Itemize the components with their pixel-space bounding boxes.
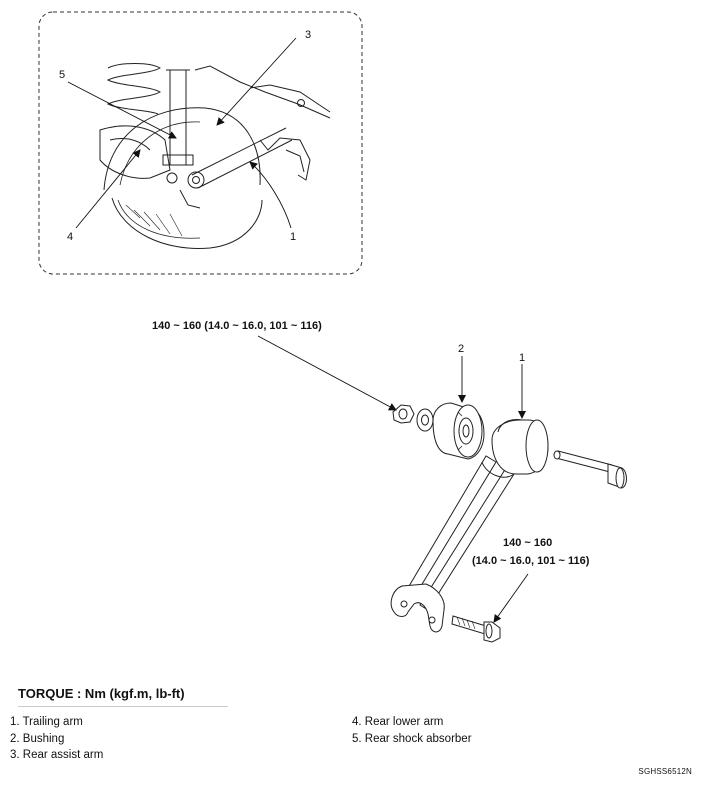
- inset-callout-1: 1: [290, 231, 296, 243]
- leader-3: [216, 37, 297, 126]
- torque-spec-bolt-line1: 140 ~ 160: [503, 537, 552, 549]
- torque-spec-bolt-line2: (14.0 ~ 16.0, 101 ~ 116): [472, 555, 590, 567]
- inset-callout-5: 5: [59, 69, 65, 81]
- legend-item: 4. Rear lower arm: [352, 716, 444, 728]
- leader-4: [75, 149, 141, 229]
- torque-units-heading: TORQUE : Nm (kgf.m, lb-ft): [18, 686, 185, 701]
- torque-spec-nut: 140 ~ 160 (14.0 ~ 16.0, 101 ~ 116): [152, 320, 322, 332]
- callout-1: 1: [519, 352, 525, 364]
- legend-item: 1. Trailing arm: [10, 716, 83, 728]
- legend-list-right: 4. Rear lower arm 5. Rear shock absorber: [352, 714, 472, 747]
- inset-callout-3: 3: [305, 29, 311, 41]
- trailing-arm: [390, 419, 549, 633]
- leader-5: [67, 81, 177, 139]
- hex-bolt: [451, 615, 501, 643]
- bushing: [432, 402, 485, 460]
- exploded-view: 140 ~ 160 (14.0 ~ 16.0, 101 ~ 116) 2 1 1…: [152, 320, 627, 643]
- through-bolt: [553, 450, 627, 489]
- nut: [392, 404, 415, 424]
- inset-vehicle-illustration: [99, 63, 331, 250]
- callout-2: 2: [458, 343, 464, 355]
- heading-divider: [18, 706, 228, 707]
- leader-1-inset: [249, 161, 292, 229]
- figure-code: SGHSS6512N: [638, 767, 692, 776]
- legend-item: 2. Bushing: [10, 732, 65, 745]
- legend-item: 3. Rear assist arm: [10, 749, 104, 761]
- washer: [416, 408, 434, 432]
- legend-item: 5. Rear shock absorber: [352, 732, 472, 745]
- detail-inset: 3 5 4 1: [38, 11, 363, 275]
- inset-callout-4: 4: [67, 231, 73, 243]
- leader-nut-torque: [257, 335, 397, 411]
- leader-bolt-torque: [493, 573, 529, 623]
- inset-dashed-border: [38, 11, 363, 275]
- legend-list-left: 1. Trailing arm 2. Bushing 3. Rear assis…: [10, 714, 103, 764]
